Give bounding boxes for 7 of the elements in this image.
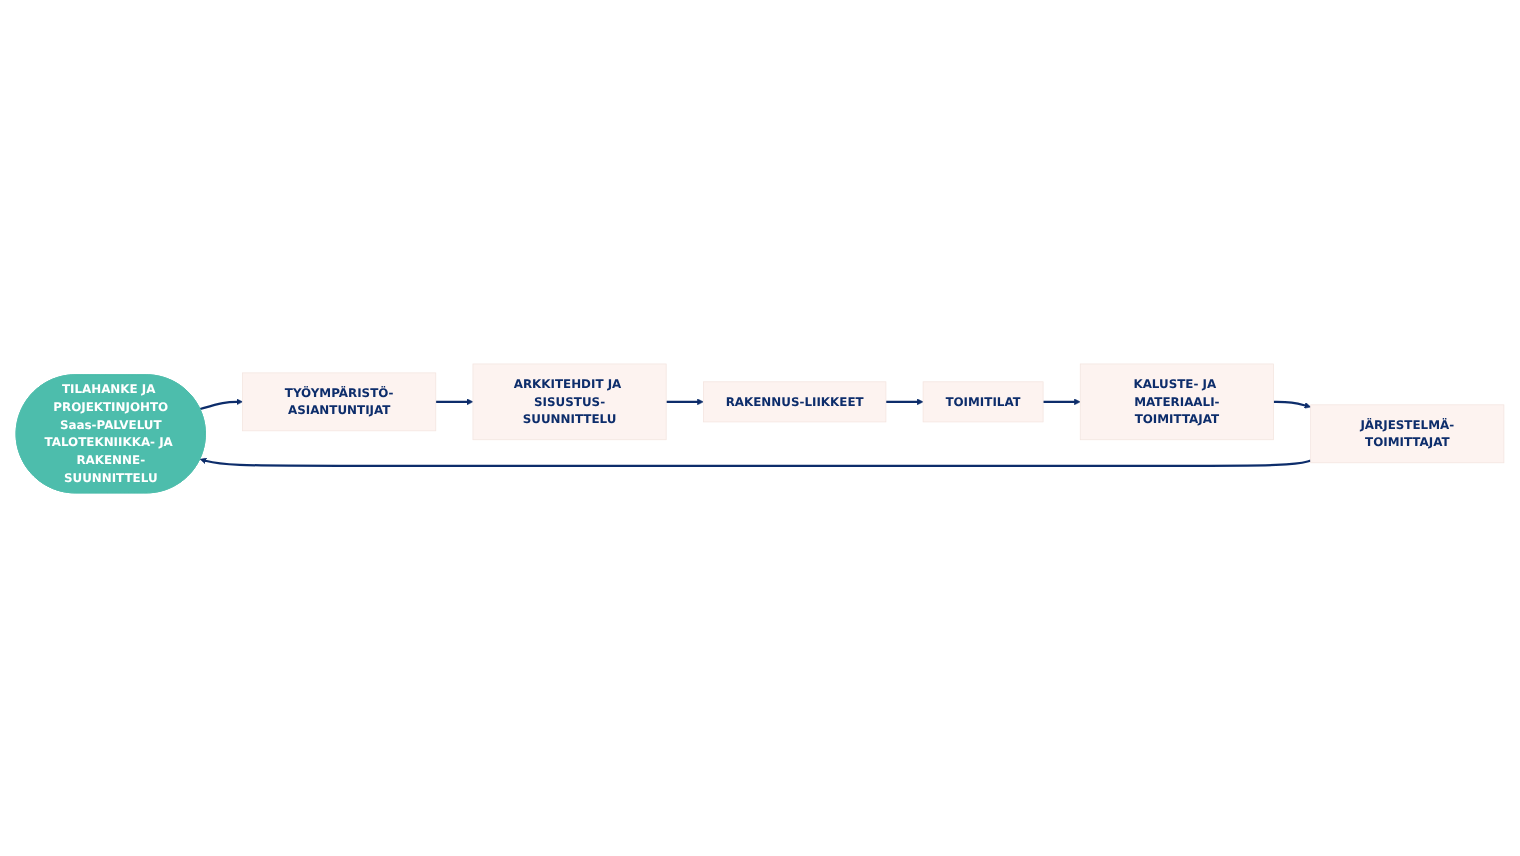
arrow <box>885 398 924 405</box>
arrow <box>666 398 704 405</box>
arrow <box>199 398 243 410</box>
arrow <box>435 398 474 405</box>
arrow <box>1273 400 1311 409</box>
arrow <box>199 457 1311 467</box>
arrow <box>1043 398 1081 405</box>
